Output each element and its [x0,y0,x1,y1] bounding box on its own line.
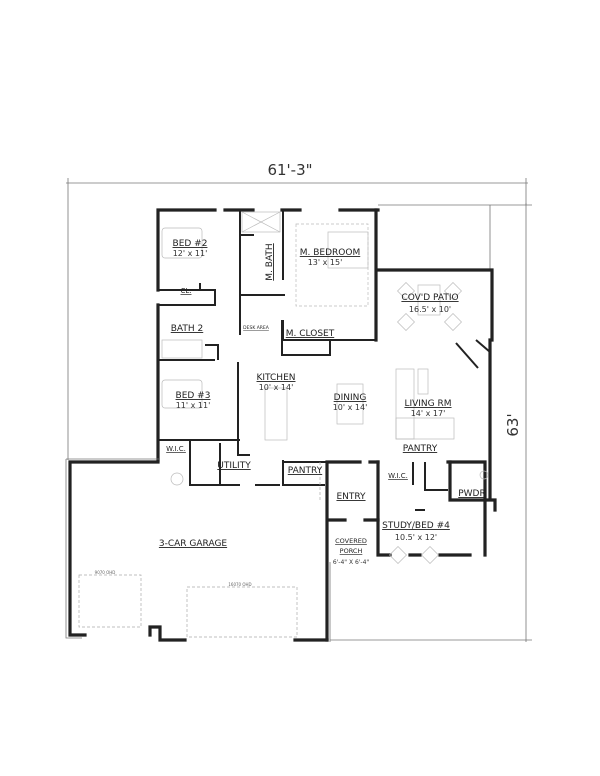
label-kitchen: KITCHEN [257,373,296,383]
label-closet: CL. [180,287,191,295]
label-dining: DINING [334,393,367,403]
label-study: STUDY/BED #4 [382,521,450,531]
label-bed2: BED #2 [173,239,208,249]
size-porch: 6'-4" X 6'-4" [333,559,370,566]
label-living: LIVING RM [404,399,451,409]
room-labels: BED #2 12' x 11' M. BATH M. BEDROOM 13' … [95,239,486,587]
label-pwdr: PWDR [458,489,486,499]
label-mcloset: M. CLOSET [286,329,335,339]
label-wic-2: W.I.C. [388,472,408,480]
size-study: 10.5' x 12' [395,533,437,542]
label-pantry-2: PANTRY [288,466,323,476]
label-bath2: BATH 2 [171,324,203,334]
label-patio: COV'D PATIO [401,293,458,303]
label-mbath: M. BATH [265,243,275,280]
garage-door-label-2: 16070 OHD [228,582,251,587]
size-bed3: 11' x 11' [176,401,211,410]
walls [65,208,497,642]
label-wic: W.I.C. [166,445,186,453]
size-living: 14' x 17' [411,409,446,418]
size-bed2: 12' x 11' [173,249,208,258]
depth-dimension: 63' [504,413,522,436]
fixtures [78,211,489,638]
label-bed3: BED #3 [176,391,211,401]
label-utility: UTILITY [217,461,251,471]
dimension-lines [66,178,532,642]
label-mbed: M. BEDROOM [300,248,360,258]
label-entry: ENTRY [336,492,366,502]
size-dining: 10' x 14' [333,403,368,412]
label-porch: COVERED [335,537,367,545]
label-garage: 3-CAR GARAGE [159,539,228,549]
width-dimension: 61'-3" [267,161,312,179]
size-patio: 16.5' x 10' [409,305,451,314]
garage-door-label: 9070 OHD [95,570,116,575]
size-kitchen: 10' x 14' [259,383,294,392]
label-pantry: PANTRY [403,444,438,454]
label-desk: DESK AREA [243,325,270,331]
size-mbed: 13' x 15' [308,258,343,267]
label-porch-2: PORCH [340,547,363,555]
